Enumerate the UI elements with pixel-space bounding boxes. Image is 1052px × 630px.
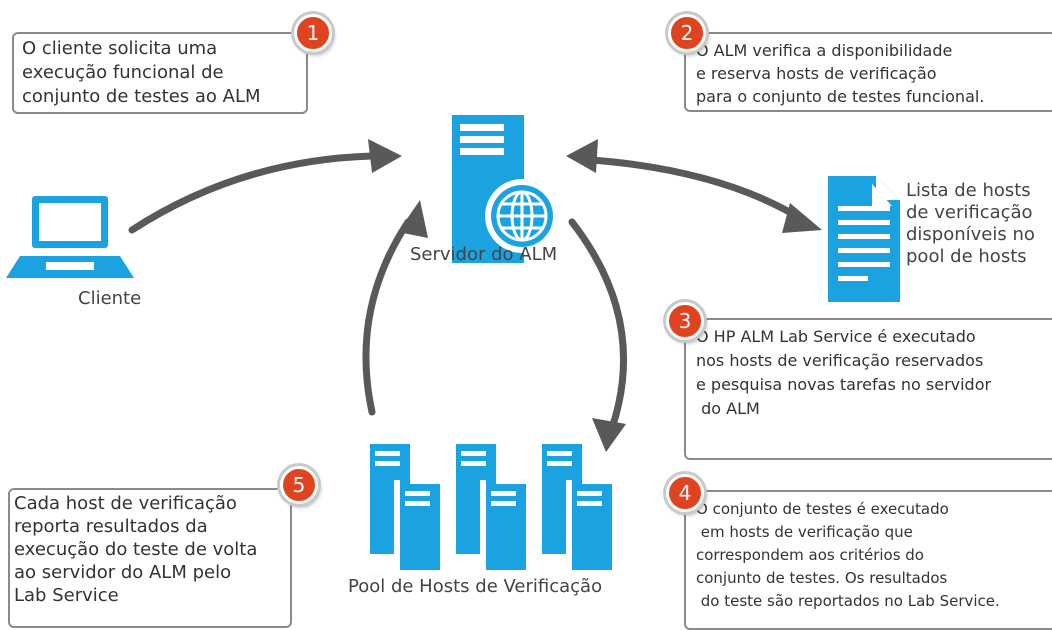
arrow-server-to-hosts bbox=[568, 218, 628, 432]
host-pool-label: Pool de Hosts de Verificação bbox=[348, 576, 603, 597]
document-icon bbox=[828, 176, 900, 302]
arrowhead-hostlist bbox=[782, 203, 822, 233]
arrow-server-to-hostlist bbox=[588, 156, 804, 222]
laptop-icon bbox=[6, 196, 134, 278]
step-5-box: Cada host de verificação reporta resulta… bbox=[8, 488, 292, 628]
step-2-box: O ALM verifica a disponibilidade e reser… bbox=[684, 32, 1052, 112]
server-group-1 bbox=[370, 444, 440, 582]
arrowhead-down bbox=[592, 418, 626, 452]
step-3-box: O HP ALM Lab Service é executado nos hos… bbox=[684, 318, 1052, 460]
arrowhead-server-left bbox=[566, 139, 598, 173]
server-group-2 bbox=[456, 444, 526, 582]
arrow-hosts-to-server bbox=[362, 218, 412, 416]
server-stack-icon bbox=[370, 444, 612, 582]
step-1-box: O cliente solicita uma execução funciona… bbox=[12, 32, 308, 114]
arrowhead-client-server bbox=[368, 139, 402, 173]
client-label: Cliente bbox=[78, 288, 142, 309]
arrowhead-up bbox=[398, 200, 428, 238]
step-2-badge: 2 bbox=[668, 14, 706, 52]
flow-arrows bbox=[128, 139, 822, 452]
host-list-label: Lista de hosts de verificação disponívei… bbox=[906, 180, 1035, 267]
step-4-badge: 4 bbox=[666, 474, 704, 512]
step-5-badge: 5 bbox=[280, 466, 318, 504]
step-4-box: O conjunto de testes é executado em host… bbox=[684, 490, 1052, 630]
server-label: Servidor do ALM bbox=[410, 244, 558, 265]
arrow-client-to-server bbox=[128, 152, 376, 234]
server-group-3 bbox=[542, 444, 612, 582]
step-3-badge: 3 bbox=[666, 302, 704, 340]
step-1-badge: 1 bbox=[294, 14, 332, 52]
server-globe-icon bbox=[452, 115, 553, 263]
